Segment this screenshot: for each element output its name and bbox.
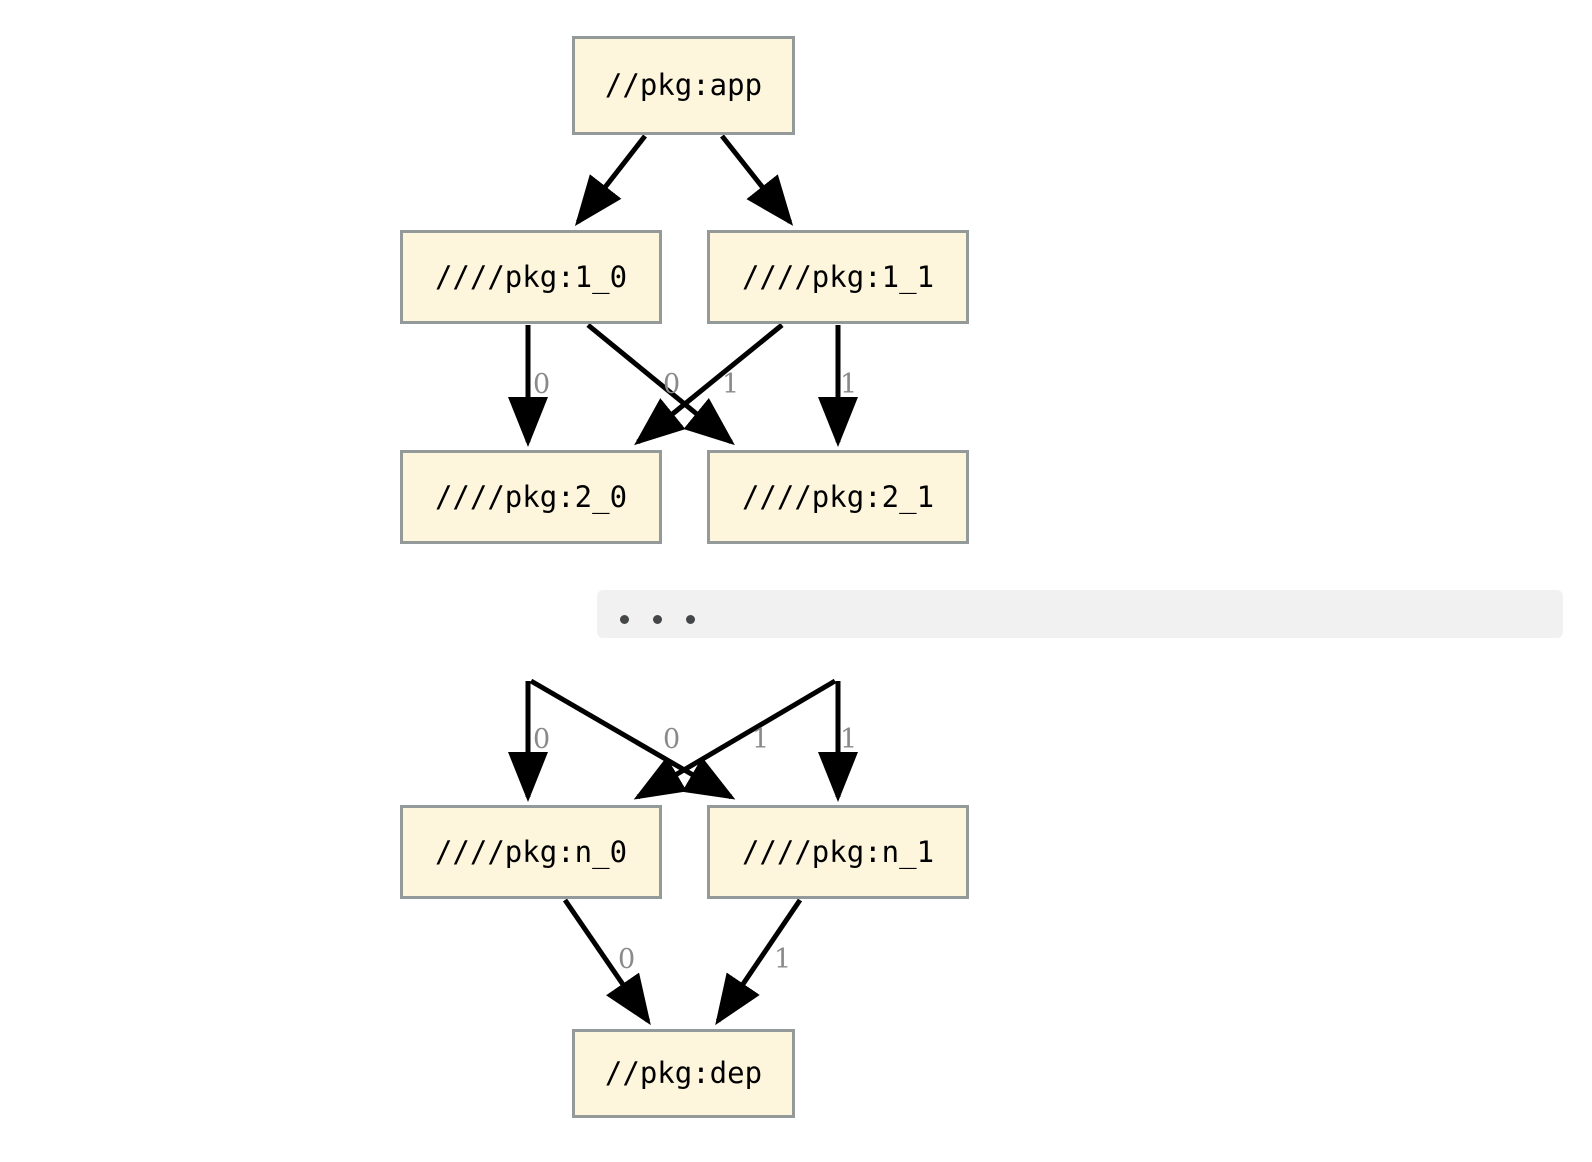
node-pkg-1-1[interactable]: ////pkg:1_1 (707, 230, 969, 324)
edge-app-to-1-1 (720, 134, 794, 226)
node-label: ////pkg:n_0 (434, 834, 628, 869)
node-pkg-n-1[interactable]: ////pkg:n_1 (707, 805, 969, 899)
edge-label-dep-1: 1 (774, 944, 792, 975)
edge-1-0-to-2-1 (586, 323, 735, 446)
edge-n-1-to-dep (715, 898, 803, 1026)
edge-label-n-1-right: 1 (840, 724, 858, 755)
edge-n-0-to-dep (562, 898, 651, 1026)
edge-label-n-0-left: 0 (533, 724, 551, 755)
ellipsis-icon (620, 615, 695, 624)
node-pkg-n-0[interactable]: ////pkg:n_0 (400, 805, 662, 899)
edge-continued-to-n-1-cross (529, 678, 736, 800)
edge-label-n-0-cross: 0 (663, 724, 681, 755)
node-pkg-1-0[interactable]: ////pkg:1_0 (400, 230, 662, 324)
node-pkg-2-0[interactable]: ////pkg:2_0 (400, 450, 662, 544)
node-label: //pkg:dep (604, 1056, 763, 1090)
node-label: ////pkg:2_0 (434, 479, 628, 514)
node-pkg-2-1[interactable]: ////pkg:2_1 (707, 450, 969, 544)
node-label: ////pkg:1_0 (434, 259, 628, 294)
node-pkg-app[interactable]: //pkg:app (572, 36, 795, 135)
node-pkg-dep[interactable]: //pkg:dep (572, 1029, 795, 1118)
truncation-band (597, 590, 1563, 638)
edge-1-1-to-2-0 (634, 323, 784, 446)
node-label: ////pkg:1_1 (741, 259, 935, 294)
edge-app-to-1-0 (574, 134, 647, 226)
edge-label-dep-0: 0 (618, 944, 636, 975)
edge-continued-to-n-0-cross (633, 678, 837, 800)
node-label: //pkg:app (604, 68, 763, 102)
node-label: ////pkg:2_1 (741, 479, 935, 514)
edge-label-1-0-left: 0 (533, 369, 551, 400)
edge-label-1-1-right: 1 (840, 369, 858, 400)
node-label: ////pkg:n_1 (741, 834, 935, 869)
edge-label-n-1-cross: 1 (752, 724, 770, 755)
edge-label-1-1-cross: 1 (722, 369, 740, 400)
edge-label-1-0-cross: 0 (663, 369, 681, 400)
